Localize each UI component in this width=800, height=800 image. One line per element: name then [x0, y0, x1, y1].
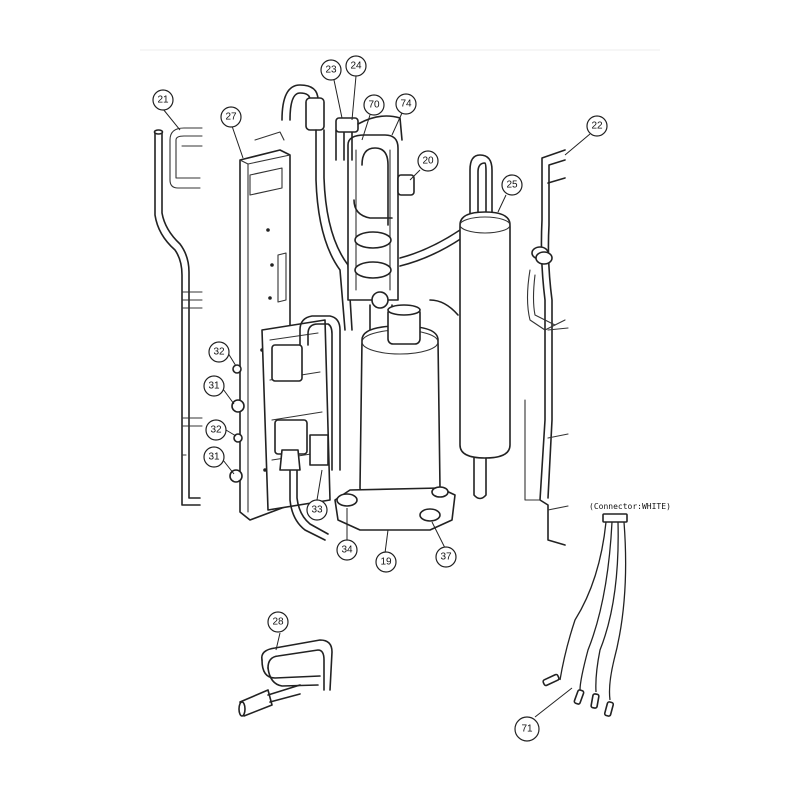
callout-37: 37 — [435, 546, 457, 568]
svg-text:32: 32 — [210, 425, 222, 436]
callout-71: 71 — [514, 716, 540, 742]
callout-23: 23 — [320, 59, 342, 81]
svg-text:25: 25 — [506, 180, 518, 191]
svg-text:23: 23 — [325, 65, 337, 76]
svg-text:31: 31 — [208, 452, 220, 463]
callout-32-lower: 32 — [205, 419, 227, 441]
svg-text:71: 71 — [521, 724, 533, 735]
callout-74: 74 — [395, 93, 417, 115]
connector-note: (Connector:WHITE) — [589, 502, 671, 511]
callout-70: 70 — [363, 94, 385, 116]
callout-31-lower: 31 — [203, 446, 225, 468]
svg-text:27: 27 — [225, 112, 237, 123]
callout-19: 19 — [375, 551, 397, 573]
callout-24: 24 — [345, 55, 367, 77]
svg-text:32: 32 — [213, 347, 225, 358]
svg-text:31: 31 — [208, 381, 220, 392]
svg-text:20: 20 — [422, 156, 434, 167]
pipe-part-22 — [524, 149, 569, 546]
svg-text:21: 21 — [157, 95, 169, 106]
compressor-part-19 — [334, 304, 456, 531]
svg-text:74: 74 — [400, 99, 412, 110]
callout-32-upper: 32 — [208, 341, 230, 363]
svg-text:28: 28 — [272, 617, 284, 628]
svg-text:24: 24 — [350, 61, 362, 72]
callout-20: 20 — [417, 150, 439, 172]
central-pipework — [281, 84, 463, 331]
svg-text:34: 34 — [341, 545, 353, 556]
pipe-part-21 — [153, 127, 203, 506]
callout-31-upper: 31 — [203, 375, 225, 397]
pipe-part-28 — [238, 639, 333, 717]
callout-21: 21 — [152, 89, 174, 111]
callouts: 21 27 23 24 70 74 20 25 22 32 31 32 31 3… — [152, 55, 608, 742]
svg-text:19: 19 — [380, 557, 392, 568]
sensor-harness-part-71 — [542, 513, 628, 717]
svg-text:37: 37 — [440, 552, 452, 563]
callout-28: 28 — [267, 611, 289, 633]
accumulator-part-25 — [429, 154, 511, 500]
callout-33: 33 — [306, 499, 328, 521]
callout-27: 27 — [220, 106, 242, 128]
callout-34: 34 — [336, 539, 358, 561]
callout-25: 25 — [501, 174, 523, 196]
svg-text:33: 33 — [311, 505, 323, 516]
svg-text:22: 22 — [591, 121, 603, 132]
callout-22: 22 — [586, 115, 608, 137]
valve-assembly — [229, 315, 341, 541]
svg-text:70: 70 — [368, 100, 380, 111]
